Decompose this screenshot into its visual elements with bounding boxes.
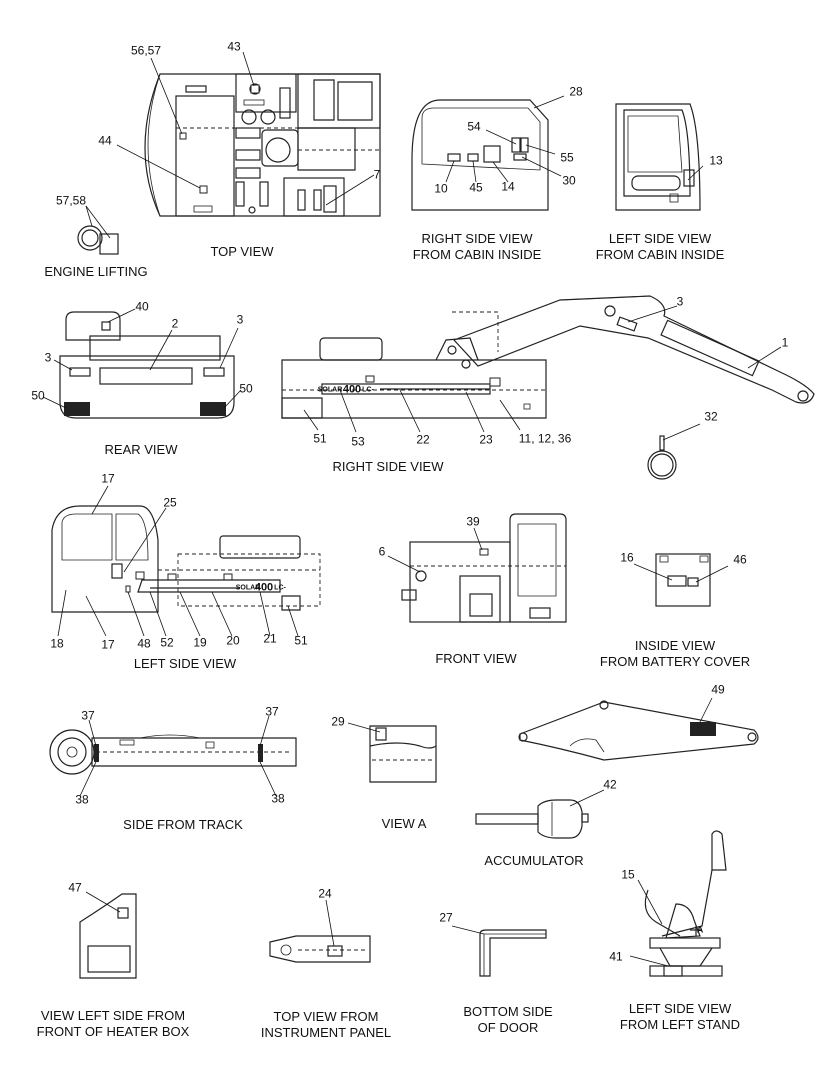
right-side-decal-brand: SOLAR (317, 386, 343, 394)
callout-29: 29 (331, 714, 345, 729)
left-side-decal-brand: SOLAR (235, 584, 261, 592)
callout-55: 55 (560, 150, 574, 165)
callout-37-right: 37 (265, 704, 279, 719)
caption-engine-lifting: ENGINE LIFTING (44, 264, 148, 279)
callout-1: 1 (781, 335, 789, 350)
left-stand-letter: A (696, 924, 704, 935)
callout-18: 18 (50, 636, 64, 651)
caption-rear-view: REAR VIEW (104, 442, 178, 457)
callout-13: 13 (709, 153, 723, 168)
callout-27: 27 (439, 910, 453, 925)
heater-box-drawing (79, 891, 137, 979)
arm-drawing (518, 697, 759, 761)
callout-54: 54 (467, 119, 481, 134)
right-cabin-inside-drawing (411, 95, 565, 211)
caption-accumulator: ACCUMULATOR (484, 853, 584, 868)
battery-cover-drawing (633, 553, 729, 607)
front-view-drawing (387, 513, 567, 623)
left-side-decal-suffix: LC- (274, 584, 286, 592)
top-view-drawing (116, 51, 381, 217)
callout-44: 44 (98, 133, 112, 148)
left-stand-drawing (629, 830, 727, 977)
callout-19: 19 (193, 635, 207, 650)
callout-30: 30 (562, 173, 576, 188)
door-drawing (451, 925, 547, 977)
left-cabin-inside-drawing (615, 103, 704, 211)
callout-3-rear-right: 3 (236, 312, 244, 327)
right-side-view-drawing (281, 295, 815, 433)
callout-23: 23 (479, 432, 493, 447)
ring-drawing (647, 423, 701, 480)
caption-left-side-view: LEFT SIDE VIEW (133, 656, 237, 671)
callout-51-left: 51 (294, 633, 308, 648)
callout-57-58: 57,58 (55, 193, 87, 208)
callout-11-12-36: 11, 12, 36 (518, 431, 572, 446)
callout-15: 15 (621, 867, 635, 882)
callout-22: 22 (416, 432, 430, 447)
caption-top-view: TOP VIEW (210, 244, 274, 259)
callout-42: 42 (603, 777, 617, 792)
callout-16: 16 (620, 550, 634, 565)
callout-40: 40 (135, 299, 149, 314)
callout-2: 2 (171, 316, 179, 331)
rear-view-drawing (42, 308, 242, 419)
right-side-decal-model: 400 (342, 383, 362, 396)
left-side-decal-model: 400 (254, 581, 274, 594)
callout-37-left: 37 (81, 708, 95, 723)
callout-51-right: 51 (313, 431, 327, 446)
callout-38-left: 38 (75, 792, 89, 807)
callout-46: 46 (733, 552, 747, 567)
accumulator-drawing (475, 789, 605, 839)
callout-3-boom: 3 (676, 294, 684, 309)
callout-45: 45 (469, 180, 483, 195)
callout-6: 6 (378, 544, 386, 559)
callout-38-right: 38 (271, 791, 285, 806)
caption-front-view: FRONT VIEW (435, 651, 517, 666)
callout-10: 10 (434, 181, 448, 196)
callout-24: 24 (318, 886, 332, 901)
left-side-view-drawing (51, 485, 321, 637)
right-side-decal-suffix: LC- (362, 386, 374, 394)
callout-28: 28 (569, 84, 583, 99)
caption-view-a: VIEW A (381, 816, 427, 831)
callout-43: 43 (227, 39, 241, 54)
caption-side-from-track: SIDE FROM TRACK (123, 817, 243, 832)
callout-7: 7 (373, 167, 381, 182)
view-a-drawing (347, 722, 437, 783)
callout-48: 48 (137, 636, 151, 651)
callout-52: 52 (160, 635, 174, 650)
callout-49: 49 (711, 682, 725, 697)
callout-50-left: 50 (31, 388, 45, 403)
caption-right-side-view: RIGHT SIDE VIEW (332, 459, 444, 474)
instrument-panel-drawing (269, 899, 371, 963)
callout-14: 14 (501, 179, 515, 194)
callout-41: 41 (609, 949, 623, 964)
engine-lifting-drawing (77, 205, 119, 255)
callout-32: 32 (704, 409, 718, 424)
callout-25: 25 (163, 495, 177, 510)
callout-47: 47 (68, 880, 82, 895)
side-from-track-drawing (49, 715, 297, 797)
callout-17-top: 17 (101, 471, 115, 486)
callout-56-57: 56,57 (130, 43, 162, 58)
callout-53: 53 (351, 434, 365, 449)
callout-50-right: 50 (239, 381, 253, 396)
callout-17-bottom: 17 (101, 637, 115, 652)
callout-20: 20 (226, 633, 240, 648)
callout-21: 21 (263, 631, 277, 646)
callout-39: 39 (466, 514, 480, 529)
callout-3-rear-left: 3 (44, 350, 52, 365)
